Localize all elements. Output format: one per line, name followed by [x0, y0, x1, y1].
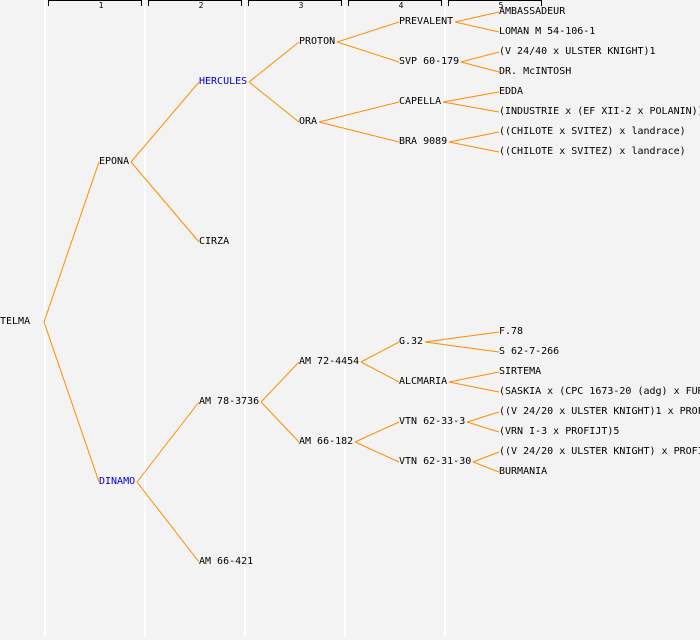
pedigree-node: VTN 62-31-30	[399, 456, 472, 467]
column-number: 3	[298, 1, 304, 10]
pedigree-node: (VRN I-3 x PROFIJT)5	[499, 426, 620, 437]
pedigree-link	[466, 421, 500, 433]
pedigree-link	[336, 41, 400, 63]
pedigree-node: (INDUSTRIE x (EF XII-2 x POLANIN))	[499, 106, 700, 117]
pedigree-link	[460, 61, 500, 73]
column-separator	[344, 0, 346, 637]
pedigree-node: AM 66-182	[299, 436, 354, 447]
pedigree-node: S 62-7-266	[499, 346, 560, 357]
pedigree-node: ((CHILOTE x SVITEZ) x landrace)	[499, 146, 686, 157]
pedigree-link	[260, 401, 300, 443]
pedigree-node: CIRZA	[199, 236, 230, 247]
column-header-bracket	[48, 0, 142, 6]
pedigree-link	[424, 341, 500, 353]
pedigree-node: EPONA	[99, 156, 130, 167]
pedigree-node: SVP 60-179	[399, 56, 460, 67]
pedigree-node: PREVALENT	[399, 16, 454, 27]
pedigree-link	[43, 161, 100, 323]
pedigree-node: EDDA	[499, 86, 524, 97]
pedigree-node: ORA	[299, 116, 318, 127]
pedigree-link	[454, 11, 500, 23]
pedigree-node[interactable]: DINAMO	[99, 476, 136, 487]
pedigree-link	[354, 421, 400, 443]
pedigree-link	[448, 371, 500, 383]
pedigree-link	[130, 81, 200, 163]
pedigree-link	[424, 331, 500, 343]
column-header-bracket	[248, 0, 342, 6]
pedigree-link	[360, 361, 400, 383]
pedigree-link	[442, 91, 500, 103]
pedigree-node: F.78	[499, 326, 524, 337]
pedigree-node: AM 72-4454	[299, 356, 360, 367]
pedigree-link	[472, 451, 500, 463]
pedigree-node: ALCMARIA	[399, 376, 448, 387]
pedigree-link	[43, 321, 100, 483]
pedigree-node: G.32	[399, 336, 424, 347]
pedigree-node: VTN 62-33-3	[399, 416, 466, 427]
pedigree-node[interactable]: HERCULES	[199, 76, 248, 87]
pedigree-link	[318, 121, 400, 143]
pedigree-node: LOMAN M 54-106-1	[499, 26, 596, 37]
pedigree-node: AM 66-421	[199, 556, 254, 567]
pedigree-link	[472, 461, 500, 473]
column-number: 1	[98, 1, 104, 10]
pedigree-node: ((V 24/20 x ULSTER KNIGHT)1 x PROFIJT)	[499, 406, 700, 417]
pedigree-node: PROTON	[299, 36, 336, 47]
pedigree-link	[454, 21, 500, 33]
column-header-bracket	[148, 0, 242, 6]
pedigree-link	[448, 381, 500, 393]
pedigree-node: ((V 24/20 x ULSTER KNIGHT) x PROFIJT)	[499, 446, 700, 457]
column-number: 2	[198, 1, 204, 10]
column-header-bracket	[348, 0, 442, 6]
pedigree-node: BRA 9089	[399, 136, 448, 147]
pedigree-link	[448, 141, 500, 153]
pedigree-link	[466, 411, 500, 423]
pedigree-link	[460, 51, 500, 63]
pedigree-node: BURMANIA	[499, 466, 548, 477]
pedigree-link	[360, 341, 400, 363]
column-separator	[244, 0, 246, 637]
column-separator	[144, 0, 146, 637]
pedigree-node: ((CHILOTE x SVITEZ) x landrace)	[499, 126, 686, 137]
pedigree-root: TELMA	[0, 316, 31, 327]
pedigree-node: AM 78-3736	[199, 396, 260, 407]
pedigree-node: CAPELLA	[399, 96, 442, 107]
pedigree-link	[448, 131, 500, 143]
pedigree-node: DR. McINTOSH	[499, 66, 572, 77]
pedigree-link	[442, 101, 500, 113]
pedigree-link	[136, 401, 200, 483]
column-number: 5	[498, 1, 504, 10]
pedigree-node: SIRTEMA	[499, 366, 542, 377]
column-header-bracket	[448, 0, 542, 6]
pedigree-node: (SASKIA x (CPC 1673-20 (adg) x FURORE))	[499, 386, 700, 397]
column-separator	[444, 0, 446, 637]
pedigree-node: (V 24/40 x ULSTER KNIGHT)1	[499, 46, 656, 57]
pedigree-link	[354, 441, 400, 463]
pedigree-link	[260, 361, 300, 403]
pedigree-link	[248, 41, 300, 83]
pedigree-link	[336, 21, 400, 43]
pedigree-link	[130, 161, 200, 243]
pedigree-link	[248, 81, 300, 123]
pedigree-link	[136, 481, 200, 563]
pedigree-link	[318, 101, 400, 123]
pedigree-node: AMBASSADEUR	[499, 6, 566, 17]
column-number: 4	[398, 1, 404, 10]
